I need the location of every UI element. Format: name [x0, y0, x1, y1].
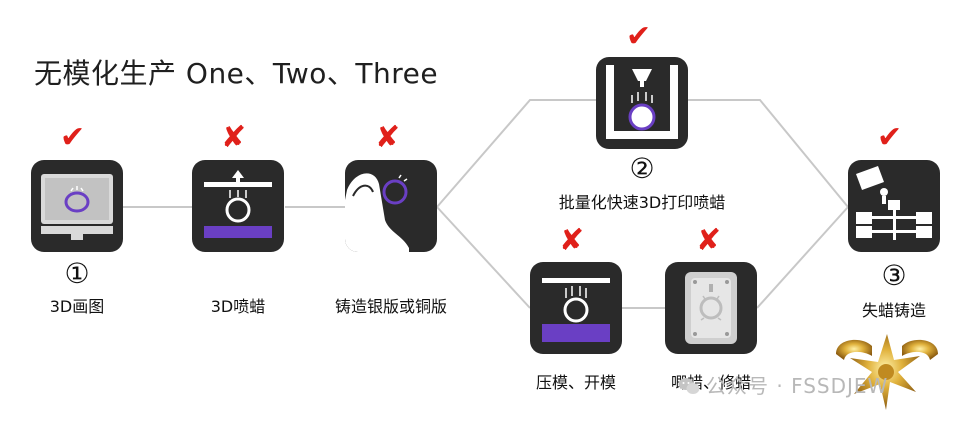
check-mark: ✔ — [877, 120, 903, 155]
connector-3-press — [436, 206, 531, 309]
inject-wax-icon — [665, 262, 757, 354]
connector-3-batch — [436, 99, 596, 208]
cross-mark: ✘ — [696, 223, 722, 258]
batch-print-icon — [596, 57, 688, 149]
press-mold-label: 压模、开模 — [535, 373, 617, 392]
cast-plate-label: 铸造银版或铜版 — [334, 297, 448, 316]
wax3d-label: 3D喷蜡 — [210, 297, 266, 316]
connector-batch-lost — [687, 99, 849, 208]
lost-wax-icon — [848, 160, 940, 252]
cross-mark: ✘ — [559, 223, 585, 258]
step-number-3: ③ — [881, 259, 907, 292]
cross-mark: ✘ — [375, 120, 401, 155]
watermark-text: 公众号 · FSSDJEW — [706, 374, 889, 398]
step-number-1: ① — [64, 257, 90, 290]
connector-inject-lost — [756, 206, 849, 309]
draw3d-label: 3D画图 — [49, 297, 105, 316]
batch-print-label: 批量化快速3D打印喷蜡 — [558, 193, 726, 212]
press-mold-icon — [530, 262, 622, 354]
cast-plate-icon — [345, 160, 437, 252]
cross-mark: ✘ — [221, 120, 247, 155]
check-mark: ✔ — [60, 120, 86, 155]
watermark: 公众号 · FSSDJEW — [678, 370, 888, 399]
check-mark: ✔ — [626, 19, 652, 54]
wax3d-icon — [192, 160, 284, 252]
wechat-icon — [678, 378, 700, 394]
draw3d-icon — [31, 160, 123, 252]
step-number-2: ② — [629, 152, 655, 185]
gold-ring-photo — [836, 334, 938, 410]
lost-wax-label: 失蜡铸造 — [861, 301, 927, 320]
diagram-title: 无模化生产 One、Two、Three — [34, 57, 439, 90]
